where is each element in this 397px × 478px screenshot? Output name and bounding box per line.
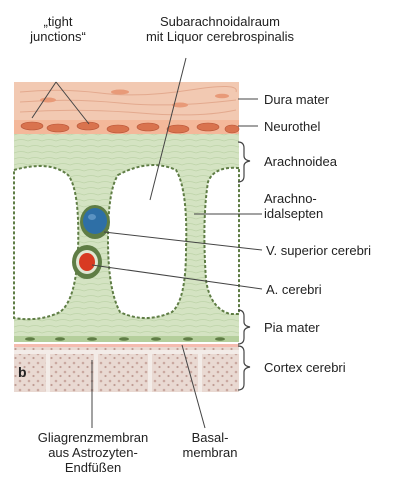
label-basalmembran: Basal- membran (180, 430, 240, 460)
label-dura-mater: Dura mater (264, 92, 329, 107)
label-tight-junctions: „tight junctions“ (22, 14, 94, 44)
vena-superior-cerebri (80, 205, 110, 239)
label-subarachnoidalraum: Subarachnoidalraum mit Liquor cerebrospi… (120, 14, 320, 44)
subarachnoid-space-left (14, 166, 78, 319)
label-gliagrenzmembran: Gliagrenzmembran aus Astrozyten- Endfüße… (18, 430, 168, 475)
panel-label: b (18, 364, 27, 380)
label-a-cerebri: A. cerebri (266, 282, 322, 297)
label-neurothel: Neurothel (264, 119, 320, 134)
basal-membrane-line (14, 344, 239, 347)
label-v-superior-cerebri: V. superior cerebri (266, 243, 371, 258)
subarachnoid-space-center (108, 165, 186, 318)
label-arachnoidalsepten: Arachno- idalsepten (264, 191, 323, 221)
subarachnoid-space-right (204, 168, 239, 314)
label-arachnoidea: Arachnoidea (264, 154, 337, 169)
arteria-cerebri (72, 245, 102, 279)
label-pia-mater: Pia mater (264, 320, 320, 335)
label-cortex-cerebri: Cortex cerebri (264, 360, 346, 375)
